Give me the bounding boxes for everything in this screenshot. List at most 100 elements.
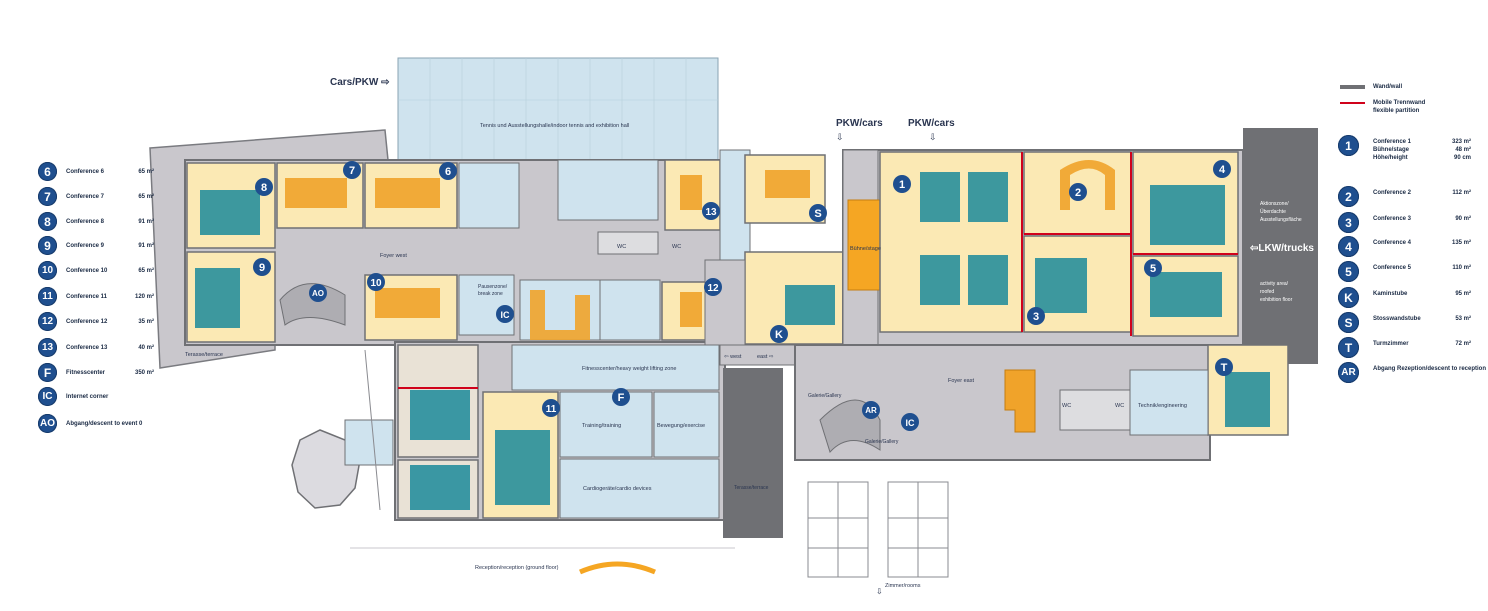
svg-text:T: T [1221,362,1228,374]
legend-name: Conference 6 [66,168,105,175]
legend-badge: S [1338,312,1359,333]
wc-west [597,231,659,255]
legend-name: Conference 8 [66,218,105,225]
map-badge-8: 8 [255,178,273,196]
label-reception: Reception/reception (ground floor) [475,565,559,571]
label-foyer-east: Foyer east [948,378,974,384]
legend-area: 350 m² [134,369,154,376]
legend-area: 91 m² [138,218,154,225]
legend-name: Stosswandstube [1373,316,1421,322]
map-badge-12: 12 [704,278,722,296]
map-badge-6: 6 [439,162,457,180]
legend-area: 120 m² [134,293,154,300]
legend-name: Conference 3 [1373,216,1412,222]
fitness-heavy-zone [511,344,720,391]
svg-text:6: 6 [445,166,451,178]
label-aktionszone-1: Aktionszone/ [1260,201,1289,207]
legend-item-s: S Stosswandstube 53 m² [1338,312,1471,333]
legend-badge: 2 [1338,186,1359,207]
training-zone [559,391,653,458]
svg-text:1: 1 [899,179,905,191]
legend-badge: 11 [38,287,57,306]
svg-text:7: 7 [349,165,355,177]
legend-item-ao: AO Abgang/descent to event 0 [38,414,142,433]
label-tennis-hall: Tennis und Ausstellungshalle/indoor tenn… [480,123,629,129]
legend-badge: AR [1338,362,1359,383]
bar-counter-east [1004,369,1036,433]
svg-text:IC: IC [501,310,511,320]
partitions-east [1021,152,1238,336]
legend-badge: F [38,363,57,382]
seating-blocks [195,172,1270,510]
outer-wall-line [364,349,381,511]
svg-text:AO: AO [312,289,324,298]
cardio-zone [559,458,720,519]
label-aktionszone-2: Überdachte [1260,208,1286,215]
svg-text:9: 9 [259,262,265,274]
svg-text:IC: IC [906,418,916,428]
map-badge-1: 1 [893,175,911,193]
svg-text:K: K [775,329,783,341]
label-buhne-stage: Bühne/stage [850,246,881,252]
legend-badge: AO [38,414,57,433]
legend-badge: 1 [1338,135,1359,156]
map-badge-f: F [612,388,630,406]
legend-area: 72 m² [1455,341,1471,347]
svg-text:3: 3 [1033,311,1039,323]
label-cars-pkw: Cars/PKW ⇨ [330,77,390,88]
legend-name: Abgang/descent to event 0 [66,420,143,427]
tower-octagon [291,429,361,509]
label-wc-west-2: WC [672,244,681,250]
svg-text:5: 5 [1150,263,1156,275]
map-badge-k: K [770,325,788,343]
map-badge-2: 2 [1069,183,1087,201]
label-cardio: Cardiogeräte/cardio devices [583,486,652,492]
legend-name: Conference 13 [66,344,108,351]
lounge-area [599,279,661,341]
exercise-zone [653,391,720,458]
break-zone [458,274,515,336]
legend-area: 65 m² [138,267,154,274]
label-pausenzone-2: break zone [478,291,503,297]
legend-name: Conference 12 [66,318,108,325]
svg-text:4: 4 [1219,164,1226,176]
map-badge-10: 10 [367,273,385,291]
legend-name: Conference 10 [66,267,108,274]
label-training: Training/training [582,423,621,429]
map-badge-ar: AR [862,401,880,419]
svg-text:12: 12 [707,283,719,294]
legend-area: 90 m² [1455,216,1471,222]
table-blocks [285,160,1115,340]
legend-area: 65 m² [138,193,154,200]
partition-swatch [1340,102,1365,104]
svg-text:2: 2 [1075,187,1081,199]
label-terrace-left: Terasse/terrace [185,352,223,358]
central-corridor [704,259,746,346]
stair-area [458,162,520,229]
label-foyer-west: Foyer west [380,253,407,259]
legend-detail-name: Bühne/stage [1373,147,1410,153]
reception-arc [579,561,656,575]
legend-area: 40 m² [138,344,154,351]
legend-badge: 5 [1338,261,1359,282]
svg-text:F: F [618,392,625,404]
label-east: east ⇨ [757,354,774,360]
map-badge-ic-east: IC [901,413,919,431]
legend-area: 95 m² [1455,291,1471,297]
legend-area: 53 m² [1455,316,1471,322]
arrow-down-icon: ⇩ [876,587,883,596]
label-wc-east-1: WC [1062,403,1071,409]
legend-badge: 6 [38,162,57,181]
legend-detail-value: 90 cm [1453,155,1471,161]
legend-name: Conference 7 [66,193,105,200]
